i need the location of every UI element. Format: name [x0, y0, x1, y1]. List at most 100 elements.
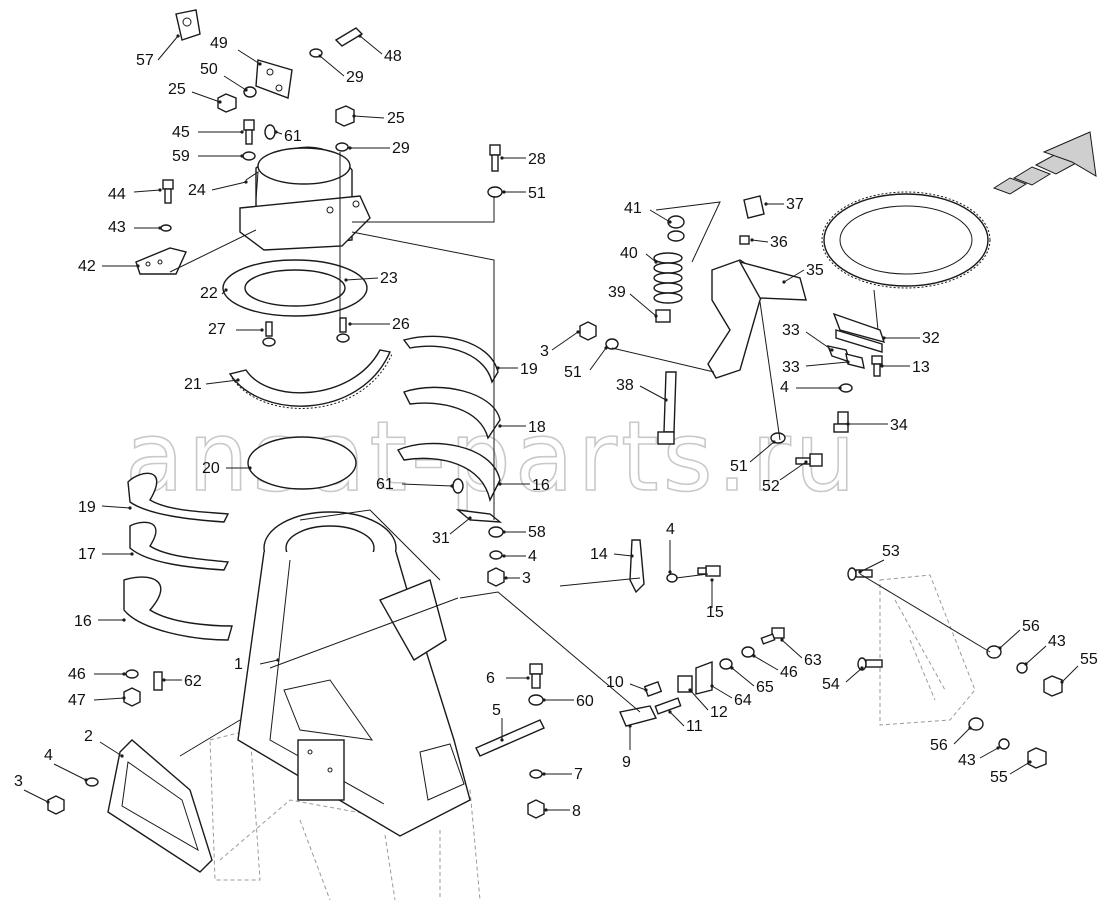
- part-callout-label: 2: [84, 728, 93, 745]
- part-32-pad: [832, 312, 886, 353]
- leader-dot: [542, 772, 546, 776]
- part-40-spring: [653, 252, 683, 304]
- leader-dot: [1024, 662, 1028, 666]
- part-callout-label: 19: [520, 361, 538, 378]
- leader-line: [359, 35, 383, 55]
- part-4-washer: [489, 550, 503, 560]
- leader-dot: [664, 398, 668, 402]
- part-callout-label: 63: [804, 652, 822, 669]
- part-callout-label: 28: [528, 151, 546, 168]
- part-4-washer-b: [85, 777, 99, 787]
- part-callout-label: 14: [590, 546, 608, 563]
- leader-line: [711, 685, 733, 699]
- leader-line: [859, 559, 885, 573]
- leader-line: [353, 115, 385, 119]
- part-callout-label: 11: [686, 718, 703, 735]
- part-11-bolt: [654, 697, 682, 715]
- part-51-washer-b: [605, 338, 619, 350]
- part-39-bushing: [655, 309, 671, 323]
- part-callout-label: 5: [492, 702, 501, 719]
- part-46-washer-b: [741, 646, 755, 658]
- assembly-lines: [169, 152, 991, 757]
- part-callout-label: 22: [200, 285, 218, 302]
- part-16-strip-left: [123, 576, 233, 641]
- leader-dot: [752, 654, 756, 658]
- part-51-washer: [487, 186, 503, 198]
- leader-dot: [500, 738, 504, 742]
- leader-line: [629, 293, 657, 317]
- part-24-chute-base: [239, 146, 371, 251]
- part-55-nut-b: [1027, 747, 1047, 769]
- part-callout-label: 16: [532, 477, 550, 494]
- leader-dot: [468, 516, 472, 520]
- part-callout-label: 41: [624, 200, 642, 217]
- part-callout-label: 3: [14, 773, 23, 790]
- part-callout-label: 46: [780, 664, 798, 681]
- leader-dot: [730, 666, 734, 670]
- leader-line: [689, 689, 709, 711]
- leader-dot: [858, 570, 862, 574]
- leader-dot: [248, 466, 252, 470]
- leader-dot: [358, 34, 362, 38]
- leader-dot: [348, 146, 352, 150]
- leader-dot: [628, 724, 632, 728]
- part-callout-label: 21: [184, 376, 202, 393]
- part-62-stud: [153, 671, 163, 691]
- leader-dot: [348, 322, 352, 326]
- leader-line: [1025, 645, 1047, 665]
- part-35-plate: [738, 260, 807, 301]
- part-callout-label: 51: [564, 364, 582, 381]
- leader-line: [53, 763, 87, 781]
- part-callout-label: 12: [710, 704, 728, 721]
- leader-line: [223, 75, 247, 91]
- part-callout-label: 4: [528, 548, 537, 565]
- part-callout-label: 32: [922, 330, 940, 347]
- part-56-washer: [986, 645, 1002, 659]
- part-13-bolt: [871, 355, 883, 377]
- leader-line: [783, 269, 805, 283]
- part-callout-label: 52: [762, 478, 780, 495]
- leader-dot: [604, 346, 608, 350]
- part-callout-label: 37: [786, 196, 804, 213]
- part-55-nut: [1043, 675, 1063, 697]
- leader-dot: [654, 314, 658, 318]
- part-callout-label: 3: [522, 570, 531, 587]
- part-callout-label: 40: [620, 245, 638, 262]
- part-callout-label: 48: [384, 48, 402, 65]
- part-2-plate: [107, 739, 213, 873]
- part-16-strip: [396, 442, 501, 503]
- leader-line: [101, 505, 131, 509]
- leader-line: [779, 461, 807, 481]
- leader-line: [133, 189, 161, 193]
- part-28-bolt: [489, 144, 501, 172]
- part-callout-label: 46: [68, 666, 86, 683]
- part-callout-label: 49: [210, 35, 228, 52]
- part-callout-label: 4: [780, 379, 789, 396]
- leader-dot: [772, 440, 776, 444]
- part-37-knob: [743, 195, 765, 219]
- leader-line: [1061, 665, 1079, 683]
- part-3-nut-b: [47, 795, 65, 815]
- part-19-strip-left: [127, 472, 230, 523]
- part-callout-label: 60: [576, 693, 594, 710]
- leader-dot: [688, 688, 692, 692]
- part-callout-label: 54: [822, 676, 840, 693]
- leader-dot: [130, 552, 134, 556]
- leader-line: [669, 711, 685, 727]
- leader-dot: [846, 360, 850, 364]
- leader-dot: [880, 364, 884, 368]
- part-48-bolt: [309, 27, 364, 58]
- part-4-washer-c: [666, 573, 678, 583]
- leader-dot: [830, 348, 834, 352]
- part-20-seal-ring: [247, 436, 357, 490]
- leader-line: [639, 385, 667, 401]
- part-callout-label: 65: [756, 679, 774, 696]
- part-callout-label: 33: [782, 359, 800, 376]
- part-callout-label: 45: [172, 124, 190, 141]
- part-4-washer-d: [839, 383, 853, 393]
- leader-dot: [804, 460, 808, 464]
- part-callout-label: 4: [44, 747, 53, 764]
- leader-dot: [1028, 760, 1032, 764]
